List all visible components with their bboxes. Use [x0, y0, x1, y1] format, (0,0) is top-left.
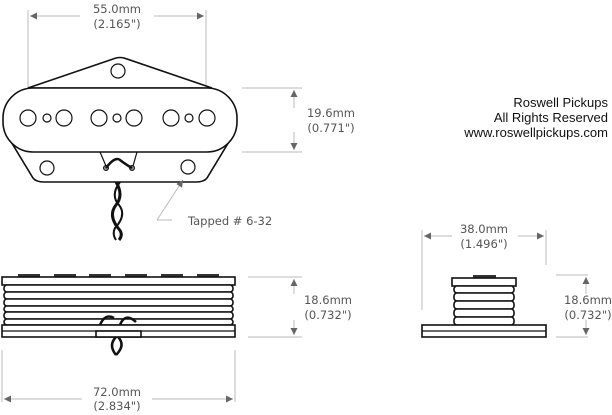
height-in: (0.732") — [304, 308, 351, 322]
top-flange — [1, 276, 236, 286]
height-in: (0.732") — [564, 308, 611, 322]
mounting-tab — [27, 56, 213, 89]
length-mm: 72.0mm — [93, 385, 141, 399]
length-dimension: 72.0mm (2.834") — [1, 350, 236, 413]
rights-text: All Rights Reserved — [494, 110, 608, 125]
tapped-callout: Tapped # 6-32 — [156, 179, 272, 228]
height-dimension: 18.6mm (0.732") — [248, 276, 352, 338]
copyright-block: Roswell Pickups All Rights Reserved www.… — [463, 95, 608, 140]
pole-tops — [18, 274, 219, 277]
coil-windings — [3, 284, 234, 326]
length-in: (2.834") — [93, 399, 140, 413]
website-link[interactable]: www.roswellpickups.com — [463, 125, 608, 140]
height-dimension: 19.6mm (0.771") — [242, 87, 355, 153]
end-view: 38.0mm (1.496") 18.6mm (0.732") — [421, 222, 612, 338]
width-in: (2.165") — [93, 17, 140, 31]
screw-hole-left — [39, 160, 55, 176]
top-flange — [451, 277, 517, 287]
pole-pieces — [19, 109, 216, 127]
width-in: (1.496") — [460, 237, 507, 251]
baseplate-edge — [95, 330, 142, 338]
height-in: (0.771") — [307, 121, 354, 135]
width-mm: 55.0mm — [93, 2, 141, 16]
height-mm: 18.6mm — [564, 293, 612, 307]
company-name: Roswell Pickups — [513, 95, 608, 110]
width-dimension: 55.0mm (2.165") — [27, 2, 207, 116]
height-dimension: 18.6mm (0.732") — [556, 274, 612, 338]
top-view: 55.0mm (2.165") Tapped # 6-32 — [2, 2, 355, 241]
tapped-hole — [180, 159, 196, 175]
lead-wires — [99, 151, 138, 241]
tapped-label: Tapped # 6-32 — [187, 214, 272, 228]
height-mm: 18.6mm — [304, 293, 352, 307]
coil-windings — [453, 285, 515, 326]
side-view: 18.6mm (0.732") 72.0mm (2.834") — [1, 274, 352, 413]
height-mm: 19.6mm — [307, 106, 355, 120]
mounting-hole — [110, 63, 126, 79]
width-dimension: 38.0mm (1.496") — [421, 222, 547, 310]
width-mm: 38.0mm — [460, 222, 508, 236]
